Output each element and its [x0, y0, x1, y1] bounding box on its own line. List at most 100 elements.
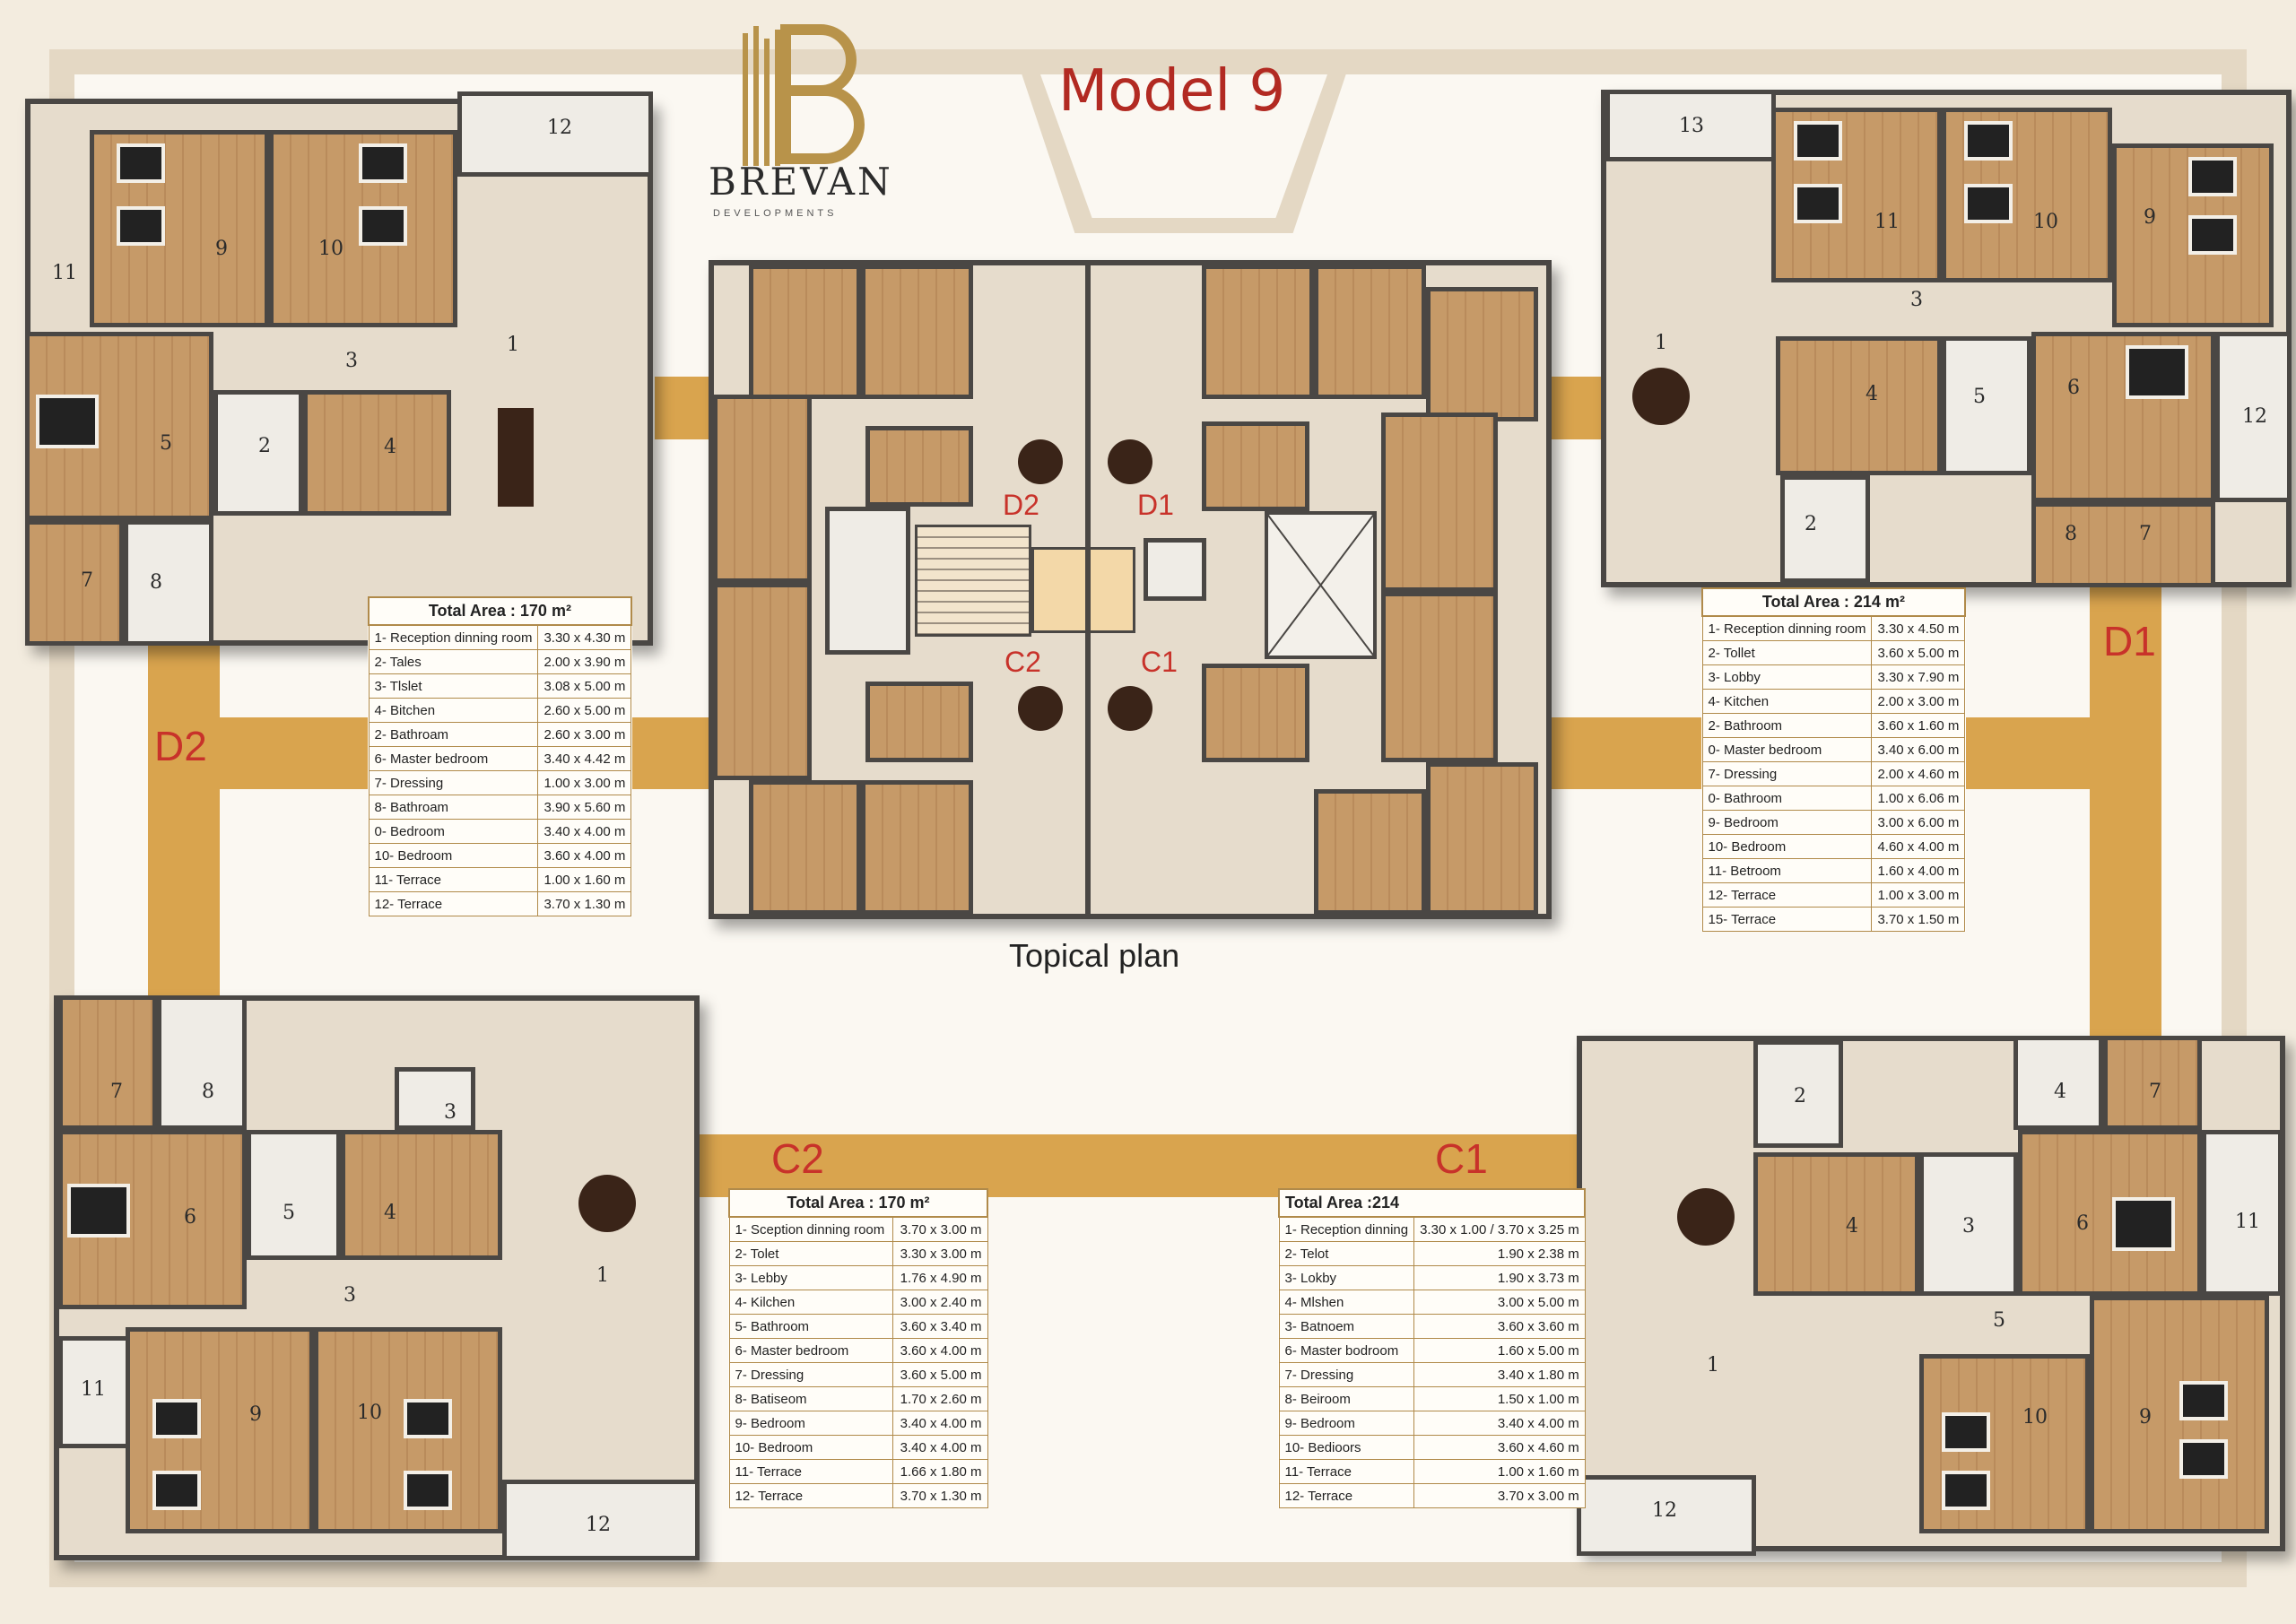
d1-bed-icon	[1964, 184, 2013, 223]
room-dimensions: 3.70 x 1.30 m	[537, 891, 632, 916]
center-divider-wall	[1085, 260, 1091, 919]
c2-room-number: 3	[444, 1101, 457, 1124]
room-name: 7- Dressing	[728, 1362, 894, 1387]
page-title: Model 9	[1058, 58, 1286, 125]
d2-room-number: 3	[345, 350, 358, 372]
room-dimensions: 3.60 x 5.00 m	[1871, 640, 1966, 665]
c1-dining-table-icon	[1677, 1188, 1735, 1246]
corridor-band-lower	[700, 1134, 1614, 1197]
d2-room-number: 11	[52, 262, 77, 284]
d1-bed-icon	[1794, 121, 1842, 161]
room-name: 2- Tolet	[728, 1241, 894, 1266]
room-name: 2- Telot	[1278, 1241, 1415, 1266]
room-dimensions: 3.30 x 4.30 m	[537, 624, 632, 650]
c1-room-number: 6	[2076, 1212, 2089, 1235]
center-bedroom	[1314, 789, 1426, 915]
room-dimensions: 1.00 x 1.60 m	[1413, 1459, 1586, 1484]
room-name: 12- Terrace	[368, 891, 539, 916]
room-dimensions: 3.70 x 3.00 m	[892, 1216, 988, 1242]
room-name: 4- Kitchen	[1701, 689, 1873, 714]
room-name: 5- Bathroom	[728, 1314, 894, 1339]
d2-room-number: 4	[384, 436, 396, 458]
center-master-bedroom	[713, 395, 812, 583]
c1-room-number: 9	[2139, 1406, 2152, 1429]
c2-room-number: 9	[249, 1403, 262, 1426]
d1-total-area: Total Area : 214 m²	[1701, 587, 1966, 617]
brand-name: BREVAN	[709, 160, 893, 204]
room-name: 10- Bedioors	[1278, 1435, 1415, 1460]
header-notch-inner	[1040, 74, 1327, 218]
room-name: 9- Bedroom	[1278, 1411, 1415, 1436]
room-name: 3- Batnoem	[1278, 1314, 1415, 1339]
c2-room-3	[395, 1067, 475, 1130]
room-dimensions: 3.00 x 6.00 m	[1871, 810, 1966, 835]
room-dimensions: 2.00 x 3.00 m	[1871, 689, 1966, 714]
room-name: 12- Terrace	[1278, 1483, 1415, 1508]
room-name: 7- Dressing	[1278, 1362, 1415, 1387]
d1-room-number: 2	[1805, 513, 1817, 535]
room-dimensions: 3.00 x 2.40 m	[892, 1290, 988, 1315]
c2-room-number: 8	[202, 1081, 214, 1103]
room-name: 11- Terrace	[1278, 1459, 1415, 1484]
center-bedroom	[749, 265, 861, 399]
c2-area-table: Total Area : 170 m² 1- Sception dinning …	[728, 1188, 988, 1508]
brevan-logo-icon	[743, 24, 865, 166]
room-name: 12- Terrace	[1701, 882, 1873, 908]
d2-dining-table-icon	[498, 408, 534, 507]
room-name: 4- Bitchen	[368, 698, 539, 723]
c1-room-3	[1919, 1152, 2018, 1296]
room-dimensions: 3.60 x 3.60 m	[1413, 1314, 1586, 1339]
room-dimensions: 3.40 x 1.80 m	[1413, 1362, 1586, 1387]
d2-bed-icon	[359, 143, 407, 183]
d1-room-12	[2215, 332, 2292, 502]
c2-dining-table-icon	[578, 1175, 636, 1232]
center-bedroom	[861, 780, 973, 915]
room-dimensions: 1.50 x 1.00 m	[1413, 1386, 1586, 1411]
center-label-c2: C2	[1004, 646, 1041, 678]
center-bedroom	[1202, 265, 1314, 399]
d2-room-number: 1	[507, 334, 519, 356]
d1-room-number: 8	[2065, 523, 2077, 545]
center-dining-table-icon	[1018, 439, 1063, 484]
c2-room-5	[247, 1130, 341, 1260]
center-bedroom	[749, 780, 861, 915]
room-dimensions: 1.60 x 5.00 m	[1413, 1338, 1586, 1363]
room-name: 0- Bathroom	[1701, 786, 1873, 811]
room-name: 12- Terrace	[728, 1483, 894, 1508]
unit-label-d1: D1	[2103, 618, 2156, 664]
room-dimensions: 1.90 x 2.38 m	[1413, 1241, 1586, 1266]
c1-room-kitchen-4	[1753, 1152, 1919, 1296]
d1-room-number: 11	[1874, 211, 1900, 233]
center-kitchen	[865, 682, 973, 762]
room-dimensions: 1.76 x 4.90 m	[892, 1265, 988, 1290]
center-bedroom	[861, 265, 973, 399]
room-dimensions: 1.00 x 1.60 m	[537, 867, 632, 892]
c2-room-number: 12	[586, 1514, 611, 1536]
room-name: 0- Master bedroom	[1701, 737, 1873, 762]
d1-room-number: 3	[1910, 289, 1923, 311]
d1-area-table: Total Area : 214 m² 1- Reception dinning…	[1701, 587, 1966, 932]
unit-label-c2: C2	[771, 1135, 824, 1182]
d2-bed-icon	[359, 206, 407, 246]
c1-total-area: Total Area :214	[1277, 1188, 1587, 1218]
d2-room-8	[124, 520, 213, 646]
room-dimensions: 3.60 x 4.00 m	[537, 843, 632, 868]
center-label-d2: D2	[1003, 489, 1039, 521]
c1-room-number: 10	[2022, 1406, 2048, 1429]
c2-room-number: 5	[283, 1202, 295, 1224]
c2-room-7	[58, 995, 157, 1130]
